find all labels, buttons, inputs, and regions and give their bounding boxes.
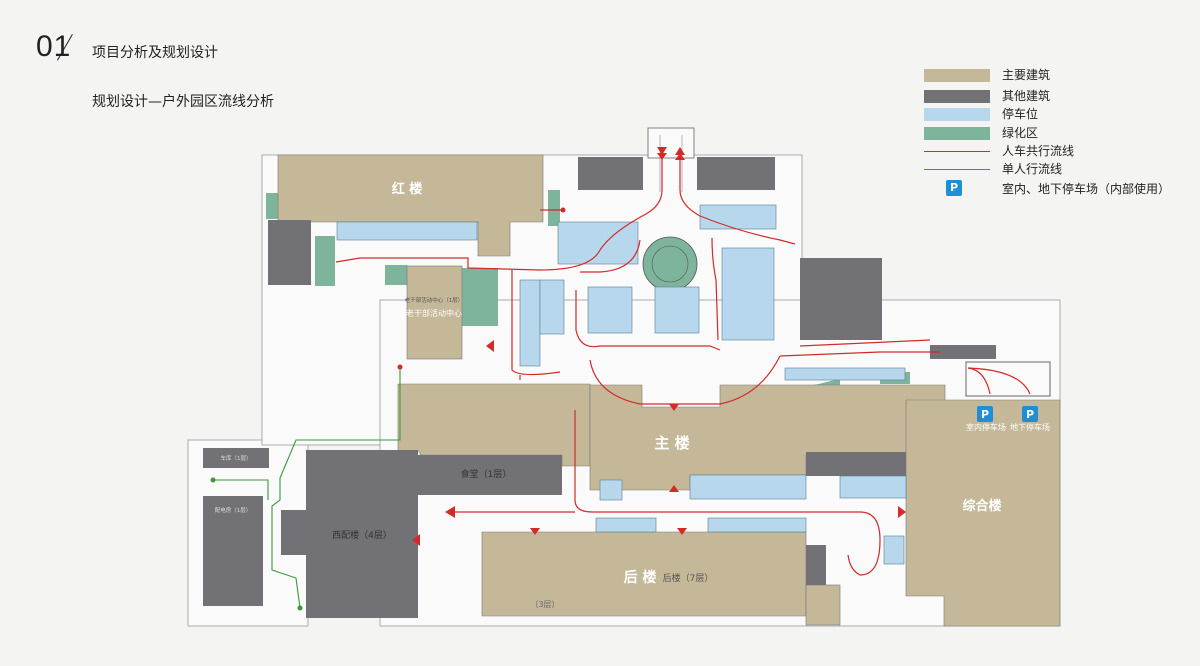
legend-label: 主要建筑 bbox=[1002, 68, 1051, 82]
parking-icon: P bbox=[946, 180, 962, 196]
rear-building-floors-label: 后楼（7层） bbox=[663, 572, 714, 584]
parking-spaces bbox=[336, 204, 907, 565]
elderly-center bbox=[406, 265, 463, 360]
legend-label: 绿化区 bbox=[1002, 126, 1039, 140]
legend-item-indoor-parking: P 室内、地下停车场（内部使用） bbox=[924, 180, 1184, 198]
main-buildings bbox=[277, 154, 1061, 627]
legend-item-main-building: 主要建筑 bbox=[924, 66, 1184, 84]
legend-swatch bbox=[924, 127, 990, 140]
building-labels: 红 楼 老干部活动中心（1层） 老干部活动中心 主 楼 综合楼 后 楼 后楼（7… bbox=[215, 181, 1002, 609]
elderly-center-small-label: 老干部活动中心（1层） bbox=[405, 296, 464, 304]
west-small-label: 配电房（1层） bbox=[215, 506, 252, 514]
west-wing bbox=[306, 450, 418, 618]
west-wing-label: 西配楼（4层） bbox=[332, 529, 392, 541]
elderly-center-label: 老干部活动中心 bbox=[406, 308, 462, 318]
canteen-label: 食堂（1层） bbox=[461, 468, 512, 480]
indoor-parking-label: 室内停车场 bbox=[966, 422, 1006, 432]
parking-icon: P bbox=[981, 408, 989, 421]
legend-swatch bbox=[924, 90, 990, 103]
legend-item-other-building: 其他建筑 bbox=[924, 87, 1184, 105]
legend-item-vehicle-flow: 人车共行流线 bbox=[924, 142, 1184, 160]
legend-swatch bbox=[924, 108, 990, 121]
page-subtitle: 规划设计—户外园区流线分析 bbox=[92, 94, 274, 110]
flow-arrows bbox=[412, 147, 906, 546]
legend-line bbox=[924, 151, 990, 152]
legend-item-pedestrian-flow: 单人行流线 bbox=[924, 160, 1184, 178]
page-title: 项目分析及规划设计 bbox=[92, 45, 218, 61]
legend-line bbox=[924, 169, 990, 170]
legend-label: 其他建筑 bbox=[1002, 89, 1051, 103]
canteen bbox=[418, 455, 562, 495]
rear-building-label: 后 楼 bbox=[624, 569, 657, 586]
legend-swatch bbox=[924, 69, 990, 82]
underground-parking-label: 地下停车场 bbox=[1010, 422, 1050, 432]
other-buildings bbox=[203, 157, 996, 618]
red-building-label: 红 楼 bbox=[392, 181, 423, 197]
west-small-label: 车库（1层） bbox=[221, 454, 252, 462]
legend-item-green-area: 绿化区 bbox=[924, 124, 1184, 142]
parking-icon: P bbox=[1026, 408, 1034, 421]
complex-building-label: 综合楼 bbox=[962, 498, 1001, 514]
flow-markers bbox=[210, 207, 566, 611]
rear-building-3f-label: （3层） bbox=[530, 600, 559, 609]
indoor-parking-zone: P P 室内停车场 地下停车场 bbox=[965, 361, 1051, 432]
legend-label: 停车位 bbox=[1002, 107, 1039, 121]
legend-label: 室内、地下停车场（内部使用） bbox=[1002, 182, 1171, 196]
arrow-left-icon bbox=[486, 340, 494, 352]
vehicle-flow-lines bbox=[335, 148, 1031, 576]
legend-label: 人车共行流线 bbox=[1002, 144, 1075, 158]
main-building-label: 主 楼 bbox=[654, 434, 689, 452]
legend-item-parking-space: 停车位 bbox=[924, 105, 1184, 123]
complex-building bbox=[905, 399, 1061, 627]
legend-label: 单人行流线 bbox=[1002, 162, 1063, 176]
pedestrian-flow-lines bbox=[213, 367, 401, 609]
